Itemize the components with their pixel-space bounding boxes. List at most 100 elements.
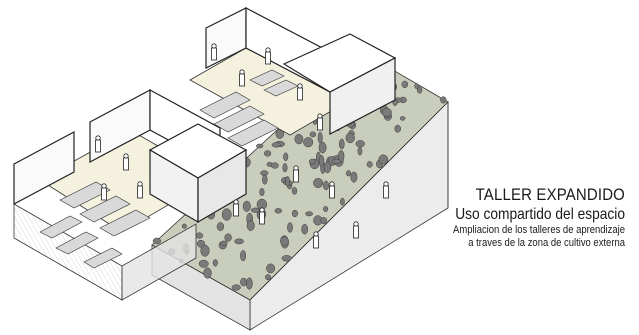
plant xyxy=(320,217,328,225)
plant xyxy=(224,233,232,242)
plant xyxy=(366,161,373,168)
plant xyxy=(303,137,314,148)
plant xyxy=(260,170,269,176)
plant xyxy=(323,161,332,174)
person-figure xyxy=(297,83,303,101)
plant xyxy=(378,154,389,165)
plant xyxy=(401,80,409,89)
caption-subtitle: Uso compartido del espacio xyxy=(455,206,625,223)
plant xyxy=(291,209,298,218)
plant xyxy=(313,178,324,188)
plant xyxy=(195,232,204,239)
person-figure xyxy=(317,113,323,131)
person-figure xyxy=(313,231,319,249)
plant xyxy=(323,180,329,191)
plant xyxy=(152,237,162,245)
plant xyxy=(283,152,289,162)
upper-workshop-block xyxy=(189,7,397,147)
plant xyxy=(318,141,327,154)
plant xyxy=(212,259,218,267)
person-figure xyxy=(353,221,359,239)
plant xyxy=(198,259,209,268)
plant xyxy=(355,140,365,148)
caption-description-line-2: a traves de la zona de cultivo externa xyxy=(468,237,625,249)
upper-tables xyxy=(199,69,299,147)
plant xyxy=(285,176,290,187)
plant xyxy=(281,255,292,262)
caption-description-line-1: Ampliacion de los talleres de aprendizaj… xyxy=(453,224,625,236)
people-figures xyxy=(95,43,389,249)
plant xyxy=(245,277,253,290)
plant xyxy=(240,277,248,287)
lower-glass-side xyxy=(121,223,197,301)
person-figure xyxy=(329,181,335,199)
plant xyxy=(287,222,293,233)
plant xyxy=(271,142,281,148)
person-figure xyxy=(123,153,129,171)
person-figure xyxy=(259,207,265,225)
plant xyxy=(305,211,313,217)
person-figure xyxy=(137,181,143,199)
plant xyxy=(331,158,342,165)
caption-title: TALLER EXPANDIDO xyxy=(475,185,625,204)
plant xyxy=(234,238,244,245)
right-room-front xyxy=(329,57,396,135)
plant xyxy=(381,107,392,117)
plant xyxy=(256,143,264,149)
plant xyxy=(317,131,323,144)
plant xyxy=(250,207,260,213)
plant xyxy=(294,133,304,145)
plant xyxy=(340,197,345,206)
person-figure xyxy=(293,165,299,183)
plant xyxy=(357,146,363,156)
plant xyxy=(301,223,309,235)
plant xyxy=(216,222,225,231)
plant xyxy=(339,138,345,150)
plant xyxy=(262,174,268,185)
plant xyxy=(282,163,288,173)
plant xyxy=(318,155,325,167)
plant xyxy=(266,263,276,274)
plant xyxy=(345,170,352,177)
plant xyxy=(440,96,447,104)
plant xyxy=(308,158,316,165)
person-figure xyxy=(101,183,107,201)
plant xyxy=(309,131,317,138)
lower-workshop-block xyxy=(13,88,248,301)
person-figure xyxy=(239,69,245,87)
plant xyxy=(240,250,247,262)
plant xyxy=(399,116,406,121)
plant xyxy=(394,124,401,133)
person-figure xyxy=(265,47,271,65)
person-figure xyxy=(211,43,217,61)
plant xyxy=(280,236,289,246)
plant xyxy=(270,162,279,169)
plant xyxy=(416,86,423,94)
plant xyxy=(203,267,212,279)
plant xyxy=(323,206,329,212)
person-figure xyxy=(383,181,389,199)
plant xyxy=(345,132,355,144)
plant xyxy=(265,274,271,281)
plant xyxy=(220,240,228,246)
plant xyxy=(264,150,272,157)
plant xyxy=(242,200,251,212)
plant xyxy=(259,187,265,197)
plant xyxy=(338,150,345,163)
service-room-side xyxy=(197,148,247,224)
plant xyxy=(246,220,255,231)
plant xyxy=(221,208,232,221)
plant xyxy=(274,208,283,214)
person-figure xyxy=(95,135,101,153)
plant xyxy=(200,244,210,257)
lower-back-wall-left xyxy=(13,131,75,205)
plant xyxy=(181,223,187,229)
plant xyxy=(350,171,358,183)
plant xyxy=(291,187,298,195)
person-figure xyxy=(233,199,239,217)
plant xyxy=(231,284,241,291)
lower-tables xyxy=(39,181,151,269)
caption-block: TALLER EXPANDIDO Uso compartido del espa… xyxy=(355,186,625,250)
